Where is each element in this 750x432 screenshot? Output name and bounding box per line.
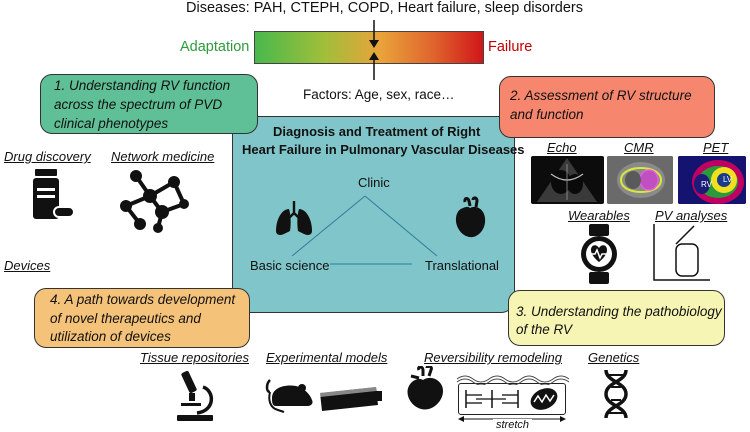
- rat-icon: [265, 379, 313, 413]
- wavy-fiber-decoration: [456, 375, 570, 385]
- cmr-image: [607, 156, 673, 204]
- pv-loop-icon: [653, 224, 710, 281]
- sarcomere-icon: [465, 390, 519, 408]
- box4-line-3: utilization of devices: [50, 329, 171, 344]
- box3-line-2: of the RV: [516, 322, 573, 337]
- echo-label: Echo: [547, 140, 577, 155]
- box4-line-1: 4. A path towards development: [50, 292, 236, 307]
- box1-line-3: clinical phenotypes: [54, 116, 169, 131]
- basic-science-label: Basic science: [250, 258, 330, 273]
- box1-line-2: across the spectrum of PVD: [54, 97, 223, 112]
- devices-label: Devices: [4, 258, 51, 273]
- balance-arrows: [369, 20, 379, 80]
- pet-rv-label: RV: [701, 180, 712, 189]
- mitochondrion-icon: [530, 388, 558, 410]
- center-title-line-2: Heart Failure in Pulmonary Vascular Dise…: [242, 142, 525, 157]
- lungs-icon: [276, 201, 312, 235]
- center-title-line-1: Diagnosis and Treatment of Right: [273, 124, 481, 139]
- box1-line-1: 1. Understanding RV function: [54, 78, 231, 93]
- box2-line-1: 2. Assessment of RV structure: [510, 88, 692, 103]
- box2-line-2: and function: [510, 107, 584, 122]
- pet-lv-label: LV: [723, 175, 733, 184]
- adaptation-label: Adaptation: [180, 39, 250, 55]
- experimental-models-label: Experimental models: [266, 350, 388, 365]
- cmr-label: CMR: [624, 140, 654, 155]
- triangle-connector: [291, 195, 438, 265]
- box-path-novel-therapeutics: [34, 288, 250, 348]
- smartwatch-icon: [581, 224, 617, 284]
- pill-bottle-icon: [33, 169, 74, 219]
- echo-image: [531, 156, 604, 204]
- box-assessment-rv-structure: [499, 76, 715, 138]
- pet-image: [678, 156, 746, 204]
- diseases-label: Diseases: PAH, CTEPH, COPD, Heart failur…: [186, 0, 584, 16]
- sarcomere-stretch-panel: [458, 383, 566, 415]
- stretch-label: stretch: [493, 419, 533, 431]
- failure-label: Failure: [488, 39, 533, 55]
- box3-line-1: 3. Understanding the pathobiology: [516, 304, 722, 319]
- network-medicine-label: Network medicine: [111, 149, 215, 164]
- pet-label: PET: [703, 140, 729, 155]
- translational-label: Translational: [425, 258, 499, 273]
- pv-analyses-label: PV analyses: [655, 208, 728, 223]
- drug-discovery-label: Drug discovery: [4, 149, 91, 164]
- clinic-label: Clinic: [358, 175, 390, 190]
- box4-line-2: of novel therapeutics and: [50, 311, 201, 326]
- anatomical-heart-icon: [407, 366, 443, 410]
- adaptation-failure-gradient-bar: [254, 31, 484, 64]
- box-understanding-pathobiology: [508, 290, 725, 346]
- reversibility-remodeling-label: Reversibility remodeling: [424, 350, 562, 365]
- genetics-label: Genetics: [588, 350, 640, 365]
- dna-icon: [604, 369, 628, 419]
- network-icon: [120, 170, 189, 233]
- tissue-repositories-label: Tissue repositories: [140, 350, 249, 365]
- factors-label: Factors: Age, sex, race…: [303, 87, 455, 102]
- box-understanding-rv-function: [40, 74, 258, 134]
- bioreactor-icon: [320, 387, 382, 411]
- wearables-label: Wearables: [568, 208, 630, 223]
- microscope-icon: [177, 370, 213, 421]
- heart-icon: [455, 196, 486, 238]
